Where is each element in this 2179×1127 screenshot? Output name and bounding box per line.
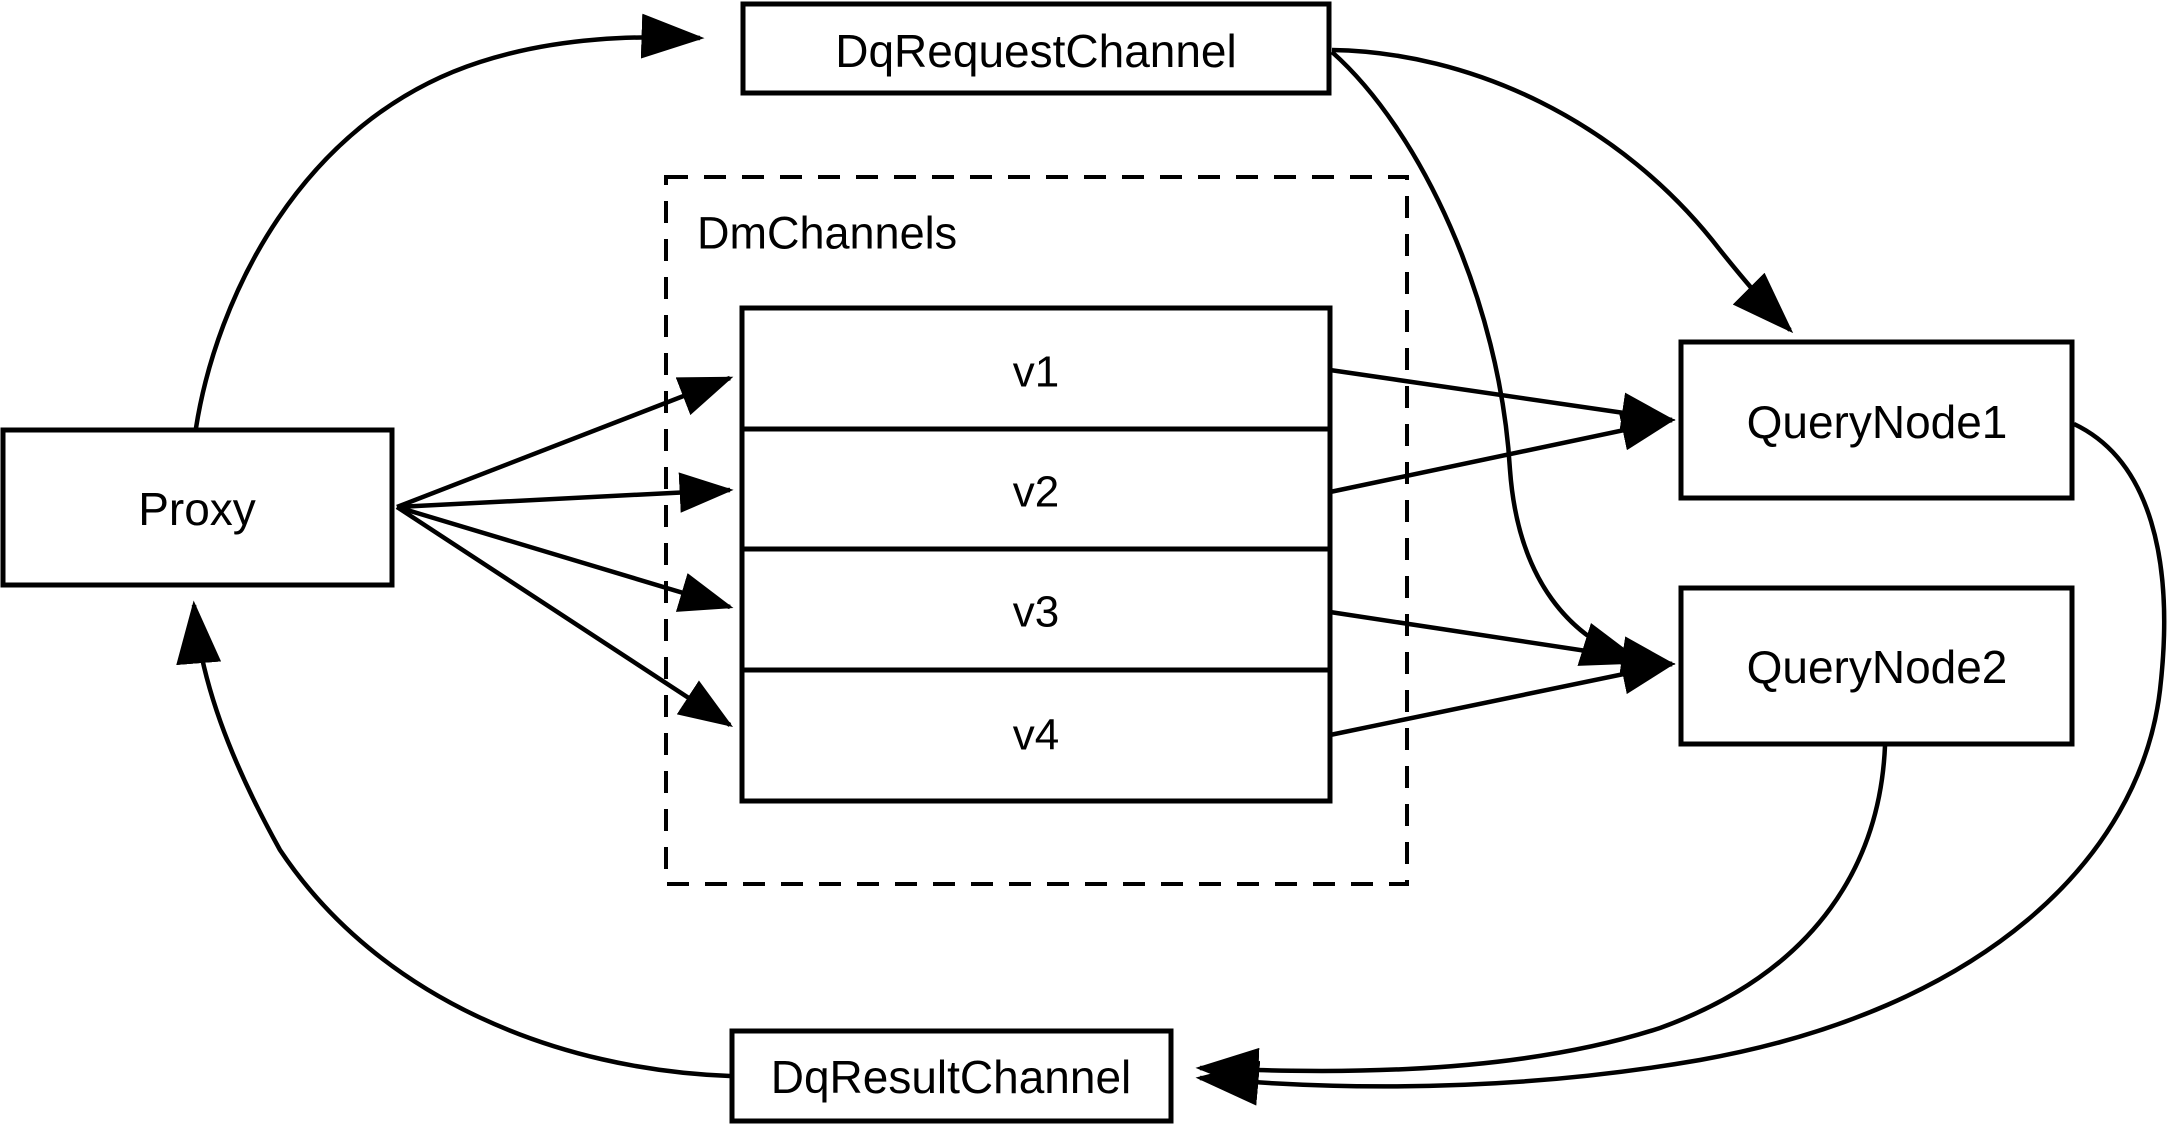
edge-querynode2-to-dqresultchannel (1195, 745, 1888, 1093)
edge-v3-to-querynode2 (1329, 609, 1676, 677)
node-query-node-1-label: QueryNode1 (1747, 396, 2008, 448)
node-query-node-1[interactable]: QueryNode1 (1678, 339, 2075, 501)
node-dq-result-channel-label: DqResultChannel (771, 1051, 1132, 1103)
dm-channel-cell-v2[interactable]: v2 (1013, 468, 1059, 517)
edge-dqresultchannel-to-proxy (176, 600, 731, 1079)
edge-proxy-to-v1 (396, 375, 734, 510)
node-proxy[interactable]: Proxy (0, 427, 395, 588)
edge-proxy-to-v2 (396, 472, 734, 513)
dm-channel-cell-v4[interactable]: v4 (1013, 711, 1059, 760)
node-query-node-2[interactable]: QueryNode2 (1678, 585, 2075, 747)
node-dq-result-channel[interactable]: DqResultChannel (729, 1028, 1174, 1124)
edge-v1-to-querynode1 (1329, 367, 1676, 433)
edge-proxy-to-v4 (395, 505, 734, 727)
edge-dqrequestchannel-to-querynode1 (1331, 47, 1794, 334)
node-proxy-label: Proxy (138, 483, 256, 535)
node-dq-request-channel[interactable]: DqRequestChannel (740, 1, 1332, 96)
edge-querynode1-to-dqresultchannel (1195, 421, 2167, 1106)
edge-v4-to-querynode2 (1329, 654, 1676, 738)
dm-channels-group-label: DmChannels (697, 208, 957, 259)
node-dq-request-channel-label: DqRequestChannel (835, 25, 1237, 77)
dm-channel-cell-v3[interactable]: v3 (1013, 588, 1059, 637)
node-query-node-2-label: QueryNode2 (1747, 641, 2008, 693)
edge-proxy-to-dqrequestchannel (193, 13, 705, 429)
dm-channels-group: DmChannels (664, 175, 1409, 886)
edge-proxy-to-v3 (396, 504, 734, 612)
edge-v2-to-querynode1 (1329, 410, 1676, 495)
dm-channel-cell-v1[interactable]: v1 (1013, 348, 1059, 397)
edge-dqrequestchannel-to-querynode2 (1330, 50, 1645, 666)
dm-channel-table: v1 v2 v3 v4 (739, 305, 1333, 804)
